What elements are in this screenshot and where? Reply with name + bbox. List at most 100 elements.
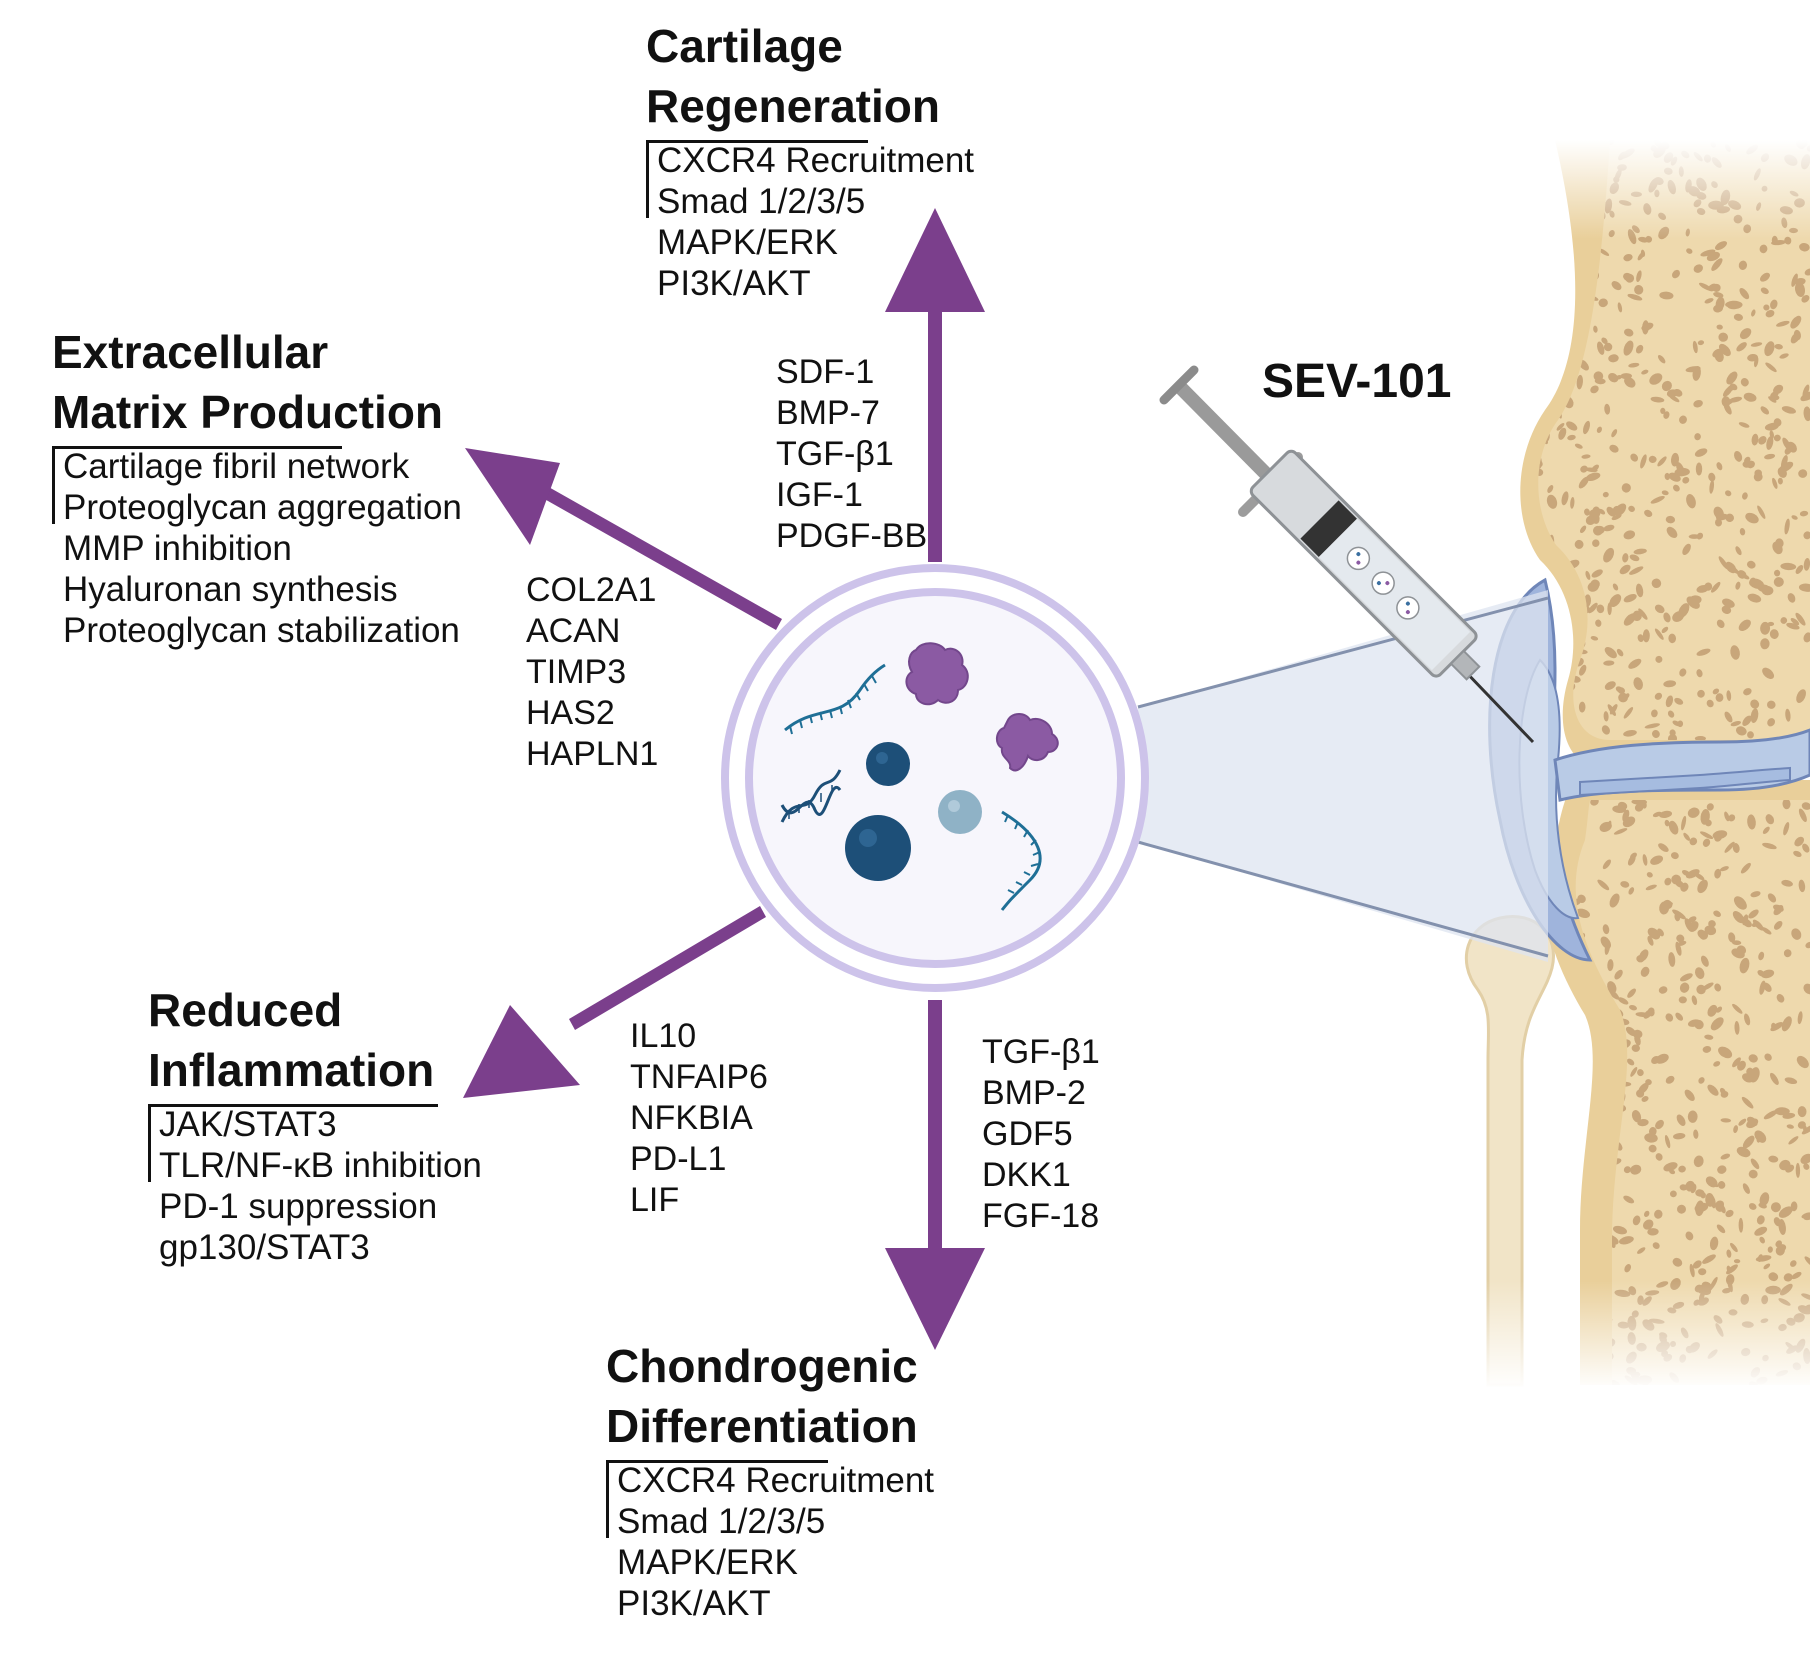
pathway-item: Hyaluronan synthesis	[63, 570, 398, 609]
bracket-rule	[646, 140, 868, 143]
bone-pore	[1667, 710, 1675, 718]
molecule-item: NFKBIA	[630, 1099, 753, 1137]
bone-pore	[1739, 957, 1750, 974]
bracket-rule	[52, 446, 55, 524]
bone-pore	[1609, 594, 1622, 607]
title-line: Reduced	[148, 984, 343, 1036]
bone-pore	[1761, 969, 1775, 979]
bone-pore	[1585, 515, 1596, 526]
bone-pore	[1738, 422, 1750, 428]
bone-pore	[1724, 711, 1733, 723]
bone-pore	[1640, 966, 1650, 977]
bone-pore	[1657, 456, 1667, 467]
title-line: Cartilage	[646, 20, 843, 72]
bone-pore	[1725, 561, 1737, 574]
bone-pore	[1680, 973, 1693, 982]
bone-pore	[1742, 492, 1748, 500]
cartilage-regeneration-block: Cartilage Regeneration CXCR4 Recruitment…	[646, 16, 974, 304]
bone-fade-top	[1520, 140, 1810, 360]
bone-pore	[1621, 483, 1631, 493]
bone-pore	[1651, 709, 1658, 718]
bone-pore	[1642, 854, 1648, 866]
bone-pore	[1581, 454, 1591, 459]
molecule-item: TGF-β1	[982, 1033, 1100, 1071]
bone-pore	[1674, 912, 1681, 922]
bone-pore	[1556, 422, 1565, 431]
bone-pore	[1782, 800, 1791, 810]
bone-pore	[1760, 638, 1770, 650]
bone-pore	[1624, 693, 1630, 699]
bone-pore	[1764, 453, 1776, 460]
molecule-item: DKK1	[982, 1156, 1071, 1194]
cartilage-regeneration-title: Cartilage Regeneration	[646, 16, 974, 136]
bone-pore	[1566, 421, 1578, 431]
bone-pore	[1570, 497, 1575, 509]
bone-pore	[1616, 648, 1624, 657]
ecm-production-block: Extracellular Matrix Production Cartilag…	[52, 322, 462, 651]
bone-pore	[1791, 515, 1798, 520]
bone-pore	[1674, 467, 1690, 477]
bone-pore	[1750, 699, 1760, 709]
molecule-item: PD-L1	[630, 1140, 727, 1178]
bone-pore	[1735, 581, 1741, 590]
molecule-item: BMP-7	[776, 394, 880, 432]
bone-pore	[1665, 515, 1676, 524]
bone-pore	[1767, 700, 1776, 709]
bone-pore	[1675, 941, 1682, 956]
bone-pore	[1742, 715, 1752, 727]
bone-pore	[1721, 396, 1731, 408]
bone-pore	[1762, 667, 1775, 679]
bone-pore	[1664, 819, 1670, 827]
bone-pore	[1760, 406, 1770, 415]
exosome-sphere-icon	[866, 742, 910, 786]
bone-pore	[1694, 967, 1705, 979]
bone-pore	[1746, 560, 1756, 569]
bone-pore	[1578, 476, 1589, 489]
bone-pore	[1661, 380, 1672, 392]
pathway-item: CXCR4 Recruitment	[617, 1461, 935, 1500]
arrow-up-cartilage-regeneration	[885, 208, 985, 562]
bone-pore	[1663, 411, 1670, 419]
molecule-item: COL2A1	[526, 571, 657, 609]
arrows	[463, 208, 985, 1350]
bone-pore	[1597, 879, 1610, 891]
bone-pore	[1674, 697, 1684, 705]
bone-pore	[1591, 569, 1603, 578]
bone-pore	[1697, 689, 1705, 698]
bone-pore	[1670, 852, 1679, 860]
pathway-item: MMP inhibition	[63, 529, 292, 568]
bone-pore	[1803, 531, 1810, 540]
bone-pore	[1732, 843, 1740, 853]
bone-pore	[1658, 986, 1668, 994]
bone-pore	[1585, 570, 1591, 580]
bone-pore	[1584, 508, 1590, 516]
bone-pore	[1713, 506, 1724, 519]
bone-pore	[1713, 910, 1721, 918]
bone-pore	[1758, 436, 1767, 445]
cartilage-regeneration-pathways: CXCR4 Recruitment Smad 1/2/3/5 MAPK/ERK …	[646, 140, 974, 304]
pathway-item: JAK/STAT3	[159, 1105, 337, 1144]
bone-pore	[1798, 583, 1810, 592]
bone-pore	[1661, 490, 1669, 496]
bone-pore	[1658, 810, 1673, 819]
bracket-rule	[646, 140, 649, 218]
bone-pore	[1561, 491, 1569, 506]
bone-pore	[1718, 556, 1729, 570]
bone-pore	[1688, 595, 1702, 605]
bone-pore	[1728, 814, 1736, 822]
bone-pore	[1606, 506, 1616, 517]
bone-pore	[1671, 874, 1682, 885]
bone-pore	[1748, 909, 1759, 919]
bone-pore	[1725, 490, 1732, 497]
pathway-item: Smad 1/2/3/5	[657, 182, 866, 221]
bone-pore	[1604, 647, 1617, 659]
bone-pore	[1604, 403, 1611, 415]
bone-pore	[1637, 634, 1644, 642]
bone-pore	[1591, 506, 1601, 518]
bone-pore	[1592, 539, 1600, 547]
chondrogenic-differentiation-pathways: CXCR4 Recruitment Smad 1/2/3/5 MAPK/ERK …	[606, 1460, 934, 1624]
pathway-item: PD-1 suppression	[159, 1187, 438, 1226]
bone-pore	[1767, 718, 1776, 727]
bone-pore	[1697, 879, 1708, 894]
bone-pore	[1635, 583, 1644, 598]
